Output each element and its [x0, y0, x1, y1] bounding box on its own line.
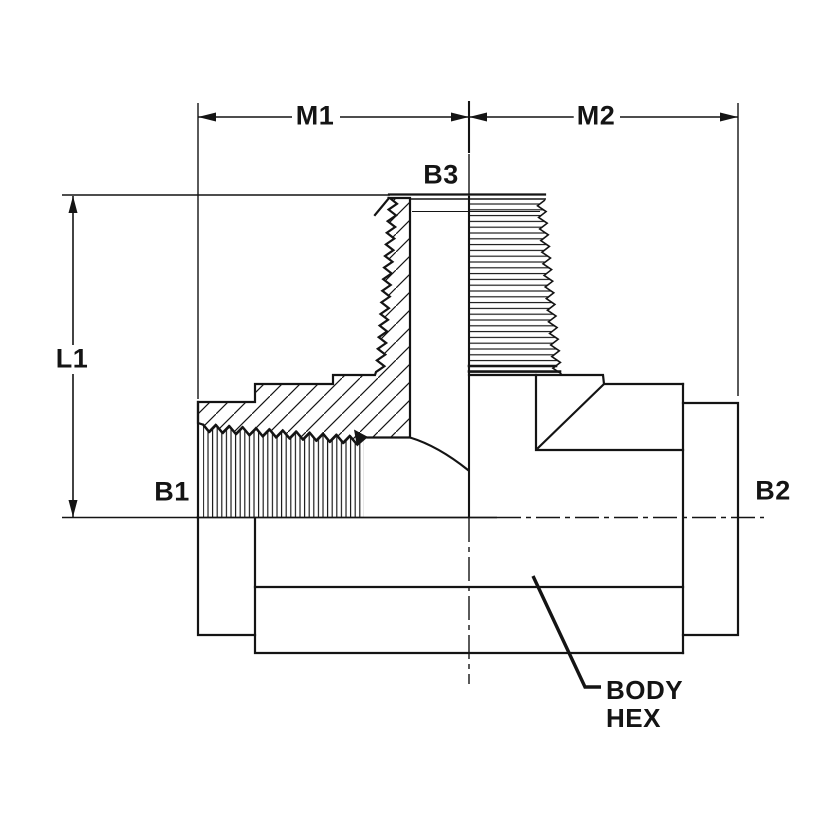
body-hex-line1: BODY: [606, 675, 684, 705]
port-label-b2: B2: [755, 475, 791, 506]
male-thread: [373, 193, 562, 375]
body-hex-line2: HEX: [606, 703, 661, 733]
dim-label-m2: M2: [573, 102, 619, 130]
body-hex-leader: [531, 575, 601, 689]
port-label-b1: B1: [154, 476, 190, 507]
dimension-lines: [62, 101, 739, 519]
section-hatch: [196, 196, 412, 446]
dim-label-m1: M1: [292, 102, 338, 130]
hex-body-outline: [196, 373, 740, 655]
port-label-b3: B3: [423, 159, 459, 190]
female-thread: [202, 423, 368, 517]
dim-label-l1: L1: [52, 345, 92, 373]
